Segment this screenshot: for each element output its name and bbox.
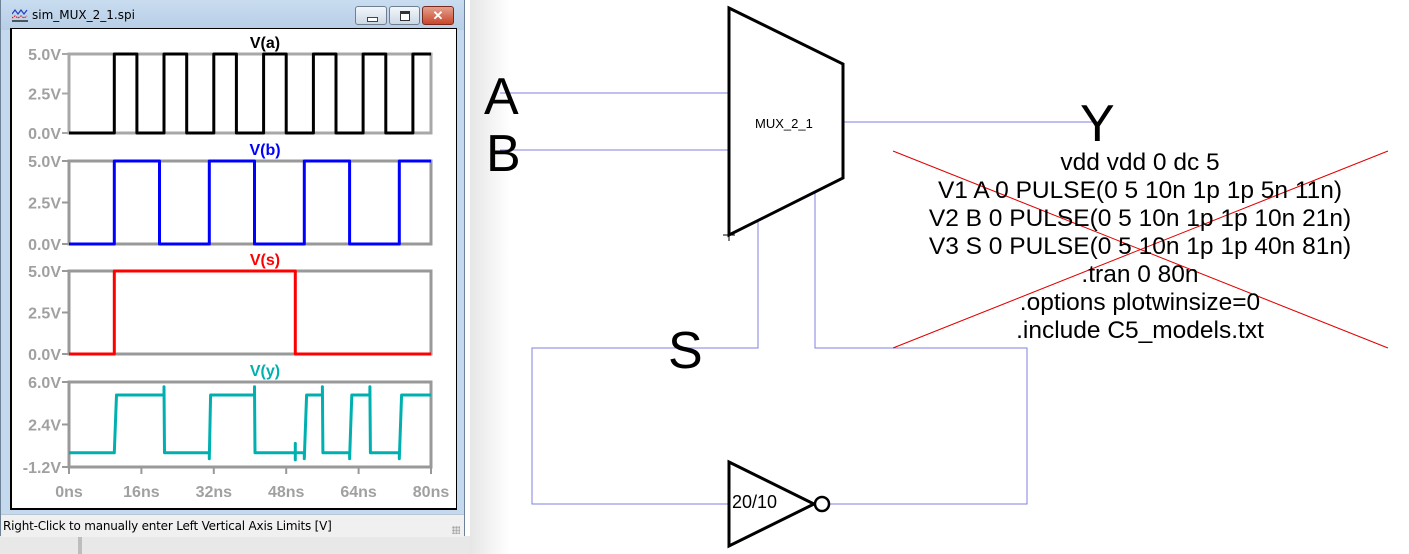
minimize-button[interactable] bbox=[355, 6, 387, 25]
close-icon: ✕ bbox=[432, 8, 444, 23]
x-tick-label: 64ns bbox=[340, 484, 377, 501]
trace-label: V(a) bbox=[250, 35, 280, 52]
inverter-bubble bbox=[813, 495, 831, 513]
y-tick-label: 2.4V bbox=[28, 418, 61, 435]
y-tick-label: 5.0V bbox=[28, 154, 61, 171]
x-tick-label: 32ns bbox=[196, 484, 233, 501]
waveform-app-icon bbox=[12, 9, 28, 22]
net-label-y[interactable]: Y bbox=[1080, 95, 1115, 153]
plot-pane-frame bbox=[67, 52, 433, 135]
plot-pane-frame bbox=[67, 159, 433, 246]
y-tick-label: 5.0V bbox=[28, 47, 61, 64]
trace-vs bbox=[69, 269, 431, 356]
status-text: Right-Click to manually enter Left Verti… bbox=[3, 519, 332, 533]
trace-label: V(s) bbox=[250, 252, 280, 269]
window-titlebar[interactable]: sim_MUX_2_1.spi ✕ bbox=[1, 0, 464, 30]
y-tick-label: 2.5V bbox=[28, 196, 61, 213]
directive-line: .tran 0 80n bbox=[1081, 261, 1199, 288]
y-tick-label: 2.5V bbox=[28, 87, 61, 104]
mux-name-label: MUX_2_1 bbox=[755, 116, 813, 131]
x-tick-label: 48ns bbox=[268, 484, 305, 501]
maximize-button[interactable] bbox=[389, 6, 420, 25]
directive-line: V2 B 0 PULSE(0 5 10n 1p 1p 10n 21n) bbox=[928, 205, 1352, 232]
y-tick-label: 0.0V bbox=[28, 126, 61, 143]
directive-line: vdd vdd 0 dc 5 bbox=[1060, 149, 1220, 176]
waveform-plots[interactable]: V(a) 5.0V 2.5V 0.0V V(b) 5.0V 2.5V 0.0V V(s) 5.0V… bbox=[1, 0, 464, 514]
x-tick-label: 80ns bbox=[413, 484, 450, 501]
desktop-shadow bbox=[470, 0, 510, 554]
directive-line: V3 S 0 PULSE(0 5 10n 1p 1p 40n 81n) bbox=[928, 233, 1352, 260]
net-label-s[interactable]: S bbox=[668, 322, 703, 380]
inverter-size-label: 20/10 bbox=[732, 492, 778, 512]
y-tick-label: 0.0V bbox=[28, 347, 61, 364]
plot-pane-frame bbox=[67, 269, 433, 356]
y-tick-label: 0.0V bbox=[28, 237, 61, 254]
directive-line: .options plotwinsize=0 bbox=[1019, 289, 1261, 316]
status-bar: Right-Click to manually enter Left Verti… bbox=[1, 514, 464, 537]
wire-s-inverted[interactable] bbox=[814, 193, 1028, 505]
y-tick-label: 5.0V bbox=[28, 264, 61, 281]
x-tick-label: 0ns bbox=[55, 484, 83, 501]
window-title: sim_MUX_2_1.spi bbox=[32, 8, 135, 22]
y-tick-label: -1.2V bbox=[23, 460, 62, 477]
directive-cross-line-2 bbox=[892, 150, 1389, 349]
mux-symbol[interactable] bbox=[727, 5, 845, 238]
spice-directive[interactable]: vdd vdd 0 dc 5 V1 A 0 PULSE(0 5 10n 1p 1… bbox=[880, 149, 1400, 345]
trace-vy bbox=[69, 385, 431, 462]
close-button[interactable]: ✕ bbox=[422, 6, 454, 25]
y-tick-label: 2.5V bbox=[28, 306, 61, 323]
wire-s[interactable] bbox=[531, 221, 759, 505]
plot-area[interactable] bbox=[12, 29, 456, 508]
net-label-b[interactable]: B bbox=[486, 125, 521, 183]
y-tick-label: 6.0V bbox=[28, 375, 61, 392]
directive-line: .include C5_models.txt bbox=[1016, 317, 1264, 344]
trace-label: V(b) bbox=[249, 142, 280, 159]
desktop-below-window bbox=[0, 536, 470, 554]
trace-va bbox=[69, 52, 431, 135]
wires bbox=[500, 92, 1100, 505]
trace-vb bbox=[69, 159, 431, 246]
directive-line: V1 A 0 PULSE(0 5 10n 1p 1p 5n 11n) bbox=[937, 177, 1343, 204]
trace-label: V(y) bbox=[250, 363, 280, 380]
waveform-window[interactable]: sim_MUX_2_1.spi ✕ V(a) 5.0V 2.5V 0.0V V(b) 5.… bbox=[0, 0, 465, 537]
inverter-symbol[interactable] bbox=[727, 459, 818, 549]
net-label-a[interactable]: A bbox=[484, 68, 519, 126]
resize-grip[interactable] bbox=[452, 526, 460, 534]
x-tick-label: 16ns bbox=[123, 484, 160, 501]
